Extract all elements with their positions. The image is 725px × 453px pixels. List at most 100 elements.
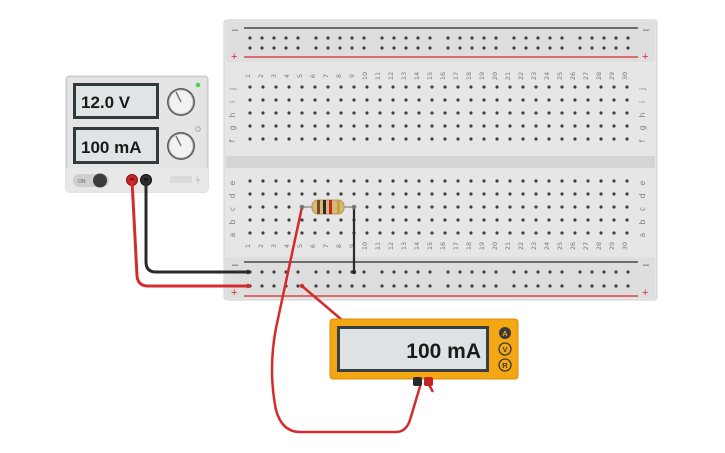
breadboard-hole[interactable] xyxy=(378,85,382,89)
rail-hole[interactable] xyxy=(578,36,582,40)
breadboard-hole[interactable] xyxy=(560,137,564,141)
rail-hole[interactable] xyxy=(326,284,330,288)
rail-hole[interactable] xyxy=(314,284,318,288)
rail-hole[interactable] xyxy=(614,284,618,288)
rail-hole[interactable] xyxy=(470,46,474,50)
breadboard-hole[interactable] xyxy=(495,231,499,235)
breadboard-hole[interactable] xyxy=(287,218,291,222)
rail-hole[interactable] xyxy=(578,270,582,274)
breadboard-hole[interactable] xyxy=(534,179,538,183)
breadboard-hole[interactable] xyxy=(274,218,278,222)
breadboard-hole[interactable] xyxy=(456,98,460,102)
breadboard-hole[interactable] xyxy=(443,218,447,222)
rail-hole[interactable] xyxy=(404,36,408,40)
breadboard-hole[interactable] xyxy=(508,205,512,209)
mode-button-ohmmeter[interactable]: R xyxy=(498,358,512,372)
rail-hole[interactable] xyxy=(602,36,606,40)
breadboard-hole[interactable] xyxy=(248,192,252,196)
breadboard-hole[interactable] xyxy=(612,192,616,196)
breadboard-hole[interactable] xyxy=(612,85,616,89)
breadboard-hole[interactable] xyxy=(261,179,265,183)
rail-hole[interactable] xyxy=(524,270,528,274)
breadboard-hole[interactable] xyxy=(430,111,434,115)
breadboard-hole[interactable] xyxy=(248,111,252,115)
breadboard-hole[interactable] xyxy=(508,124,512,128)
red-wire-supply-to-plus-rail[interactable] xyxy=(130,179,248,288)
rail-hole[interactable] xyxy=(260,46,264,50)
breadboard-hole[interactable] xyxy=(495,192,499,196)
breadboard-hole[interactable] xyxy=(573,98,577,102)
rail-hole[interactable] xyxy=(314,270,318,274)
breadboard-hole[interactable] xyxy=(599,124,603,128)
rail-hole[interactable] xyxy=(404,284,408,288)
rail-hole[interactable] xyxy=(512,46,516,50)
rail-hole[interactable] xyxy=(326,36,330,40)
breadboard-hole[interactable] xyxy=(404,192,408,196)
breadboard-hole[interactable] xyxy=(469,124,473,128)
multimeter[interactable]: 100 mA A V R xyxy=(329,318,519,386)
breadboard-hole[interactable] xyxy=(456,137,460,141)
breadboard-hole[interactable] xyxy=(599,111,603,115)
breadboard-hole[interactable] xyxy=(378,205,382,209)
rail-hole[interactable] xyxy=(392,46,396,50)
rail-hole[interactable] xyxy=(590,36,594,40)
rail-hole[interactable] xyxy=(362,46,366,50)
breadboard-hole[interactable] xyxy=(547,98,551,102)
rail-hole[interactable] xyxy=(392,284,396,288)
breadboard-hole[interactable] xyxy=(625,231,629,235)
breadboard-hole[interactable] xyxy=(430,124,434,128)
breadboard-hole[interactable] xyxy=(313,218,317,222)
breadboard-hole[interactable] xyxy=(495,205,499,209)
breadboard-hole[interactable] xyxy=(612,231,616,235)
breadboard-hole[interactable] xyxy=(404,179,408,183)
rail-hole[interactable] xyxy=(458,46,462,50)
breadboard-hole[interactable] xyxy=(443,205,447,209)
breadboard-hole[interactable] xyxy=(469,218,473,222)
rail-hole[interactable] xyxy=(626,270,630,274)
breadboard-hole[interactable] xyxy=(560,111,564,115)
rail-hole[interactable] xyxy=(614,270,618,274)
breadboard-hole[interactable] xyxy=(456,205,460,209)
rail-hole[interactable] xyxy=(494,270,498,274)
breadboard-hole[interactable] xyxy=(430,137,434,141)
breadboard-hole[interactable] xyxy=(482,179,486,183)
breadboard-hole[interactable] xyxy=(300,137,304,141)
rail-hole[interactable] xyxy=(272,36,276,40)
breadboard-hole[interactable] xyxy=(599,192,603,196)
rail-hole[interactable] xyxy=(560,46,564,50)
rail-hole[interactable] xyxy=(326,46,330,50)
breadboard-hole[interactable] xyxy=(391,218,395,222)
breadboard-hole[interactable] xyxy=(365,85,369,89)
breadboard-hole[interactable] xyxy=(573,179,577,183)
breadboard-hole[interactable] xyxy=(521,137,525,141)
rail-hole[interactable] xyxy=(260,36,264,40)
breadboard-hole[interactable] xyxy=(599,205,603,209)
breadboard-hole[interactable] xyxy=(404,98,408,102)
breadboard-hole[interactable] xyxy=(339,179,343,183)
breadboard-hole[interactable] xyxy=(521,98,525,102)
breadboard-hole[interactable] xyxy=(573,231,577,235)
breadboard-hole[interactable] xyxy=(326,111,330,115)
breadboard-hole[interactable] xyxy=(365,192,369,196)
breadboard-hole[interactable] xyxy=(248,124,252,128)
breadboard-hole[interactable] xyxy=(326,137,330,141)
breadboard-hole[interactable] xyxy=(508,231,512,235)
breadboard-hole[interactable] xyxy=(430,179,434,183)
breadboard-hole[interactable] xyxy=(482,192,486,196)
breadboard-hole[interactable] xyxy=(261,85,265,89)
breadboard-hole[interactable] xyxy=(521,124,525,128)
breadboard-hole[interactable] xyxy=(534,124,538,128)
breadboard-hole[interactable] xyxy=(313,124,317,128)
breadboard-hole[interactable] xyxy=(508,137,512,141)
rail-hole[interactable] xyxy=(314,46,318,50)
breadboard-hole[interactable] xyxy=(599,179,603,183)
breadboard-hole[interactable] xyxy=(534,218,538,222)
breadboard-hole[interactable] xyxy=(287,205,291,209)
breadboard-hole[interactable] xyxy=(365,179,369,183)
breadboard-hole[interactable] xyxy=(443,231,447,235)
breadboard-hole[interactable] xyxy=(612,137,616,141)
rail-hole[interactable] xyxy=(560,270,564,274)
breadboard-hole[interactable] xyxy=(612,111,616,115)
breadboard-hole[interactable] xyxy=(326,218,330,222)
